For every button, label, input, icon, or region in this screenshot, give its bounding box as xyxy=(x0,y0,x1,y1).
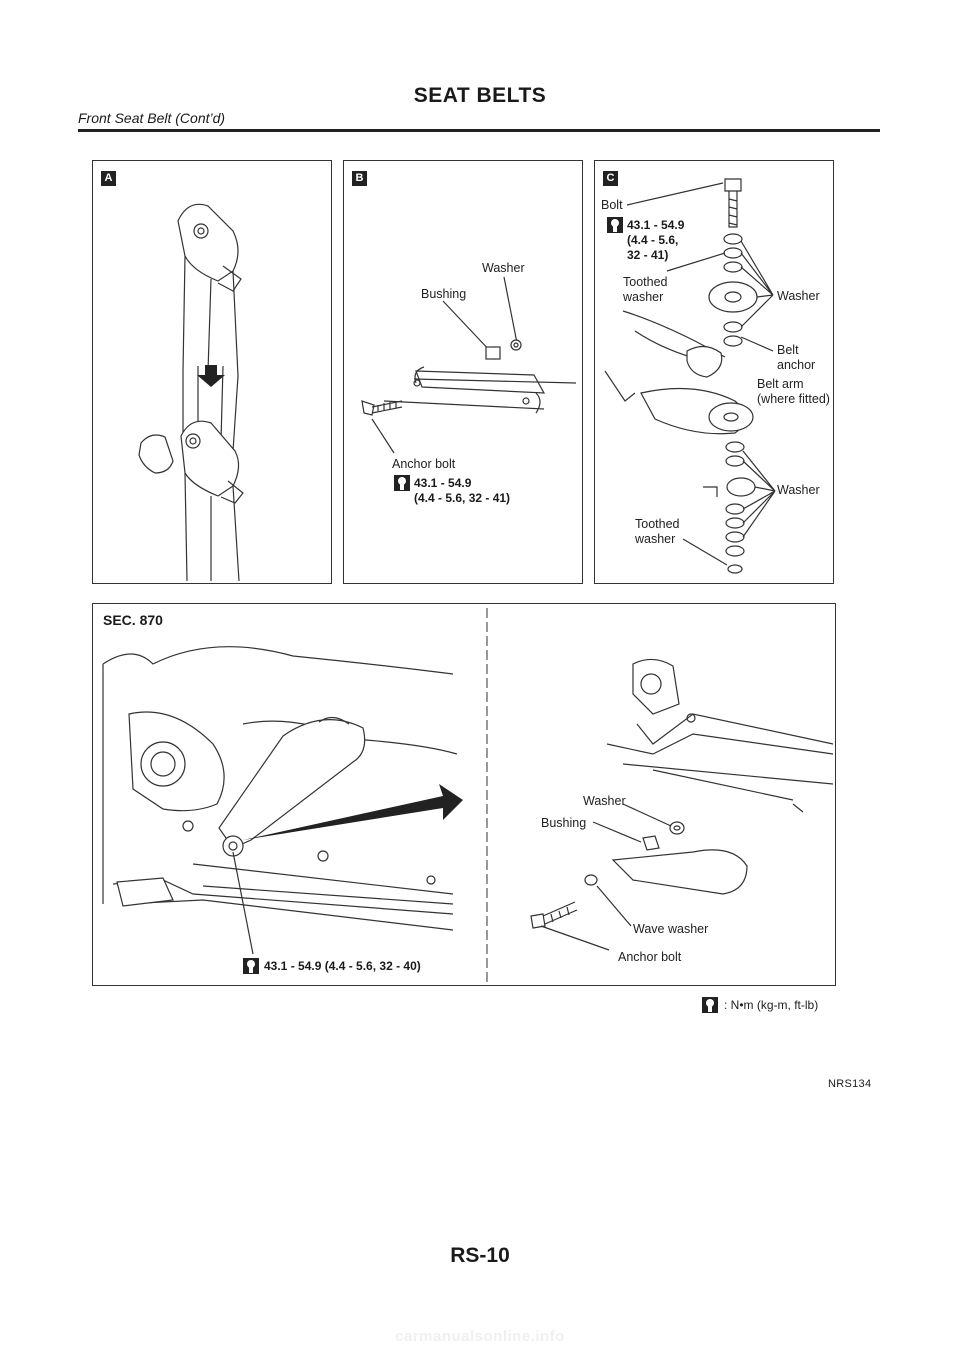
torque-wrench-icon xyxy=(243,958,259,974)
panel-c-tag: C xyxy=(603,171,618,186)
lower-panel: SEC. 870 xyxy=(92,603,836,986)
panel-c-belt-arm-label: Belt arm (where fitted) xyxy=(757,377,830,406)
lower-wave-washer-label: Wave washer xyxy=(633,922,709,936)
panel-b: B Washer Bushing Anchor bolt 43.1 - 54.9… xyxy=(343,160,583,584)
watermark: carmanualsonline.info xyxy=(395,1328,565,1345)
panel-c-torque-spec: 43.1 - 54.9 (4.4 - 5.6, 32 - 41) xyxy=(627,218,685,262)
header-rule xyxy=(78,129,880,132)
panel-b-tag: B xyxy=(352,171,367,186)
figure-reference: NRS134 xyxy=(828,1078,872,1090)
panel-c: C Bolt 43 xyxy=(594,160,834,584)
page-number: RS-10 xyxy=(450,1244,510,1267)
panel-c-washer-bottom-label: Washer xyxy=(777,483,820,497)
panel-c-belt-anchor-label: Belt anchor xyxy=(777,343,816,372)
panel-a-tag: A xyxy=(101,171,116,186)
panel-b-washer-label: Washer xyxy=(482,261,525,275)
torque-wrench-icon xyxy=(394,475,410,491)
section-subtitle: Front Seat Belt (Cont’d) xyxy=(78,110,226,126)
lower-torque-spec: 43.1 - 54.9 (4.4 - 5.6, 32 - 40) xyxy=(264,959,421,973)
belt-anchor-stack-illustration xyxy=(604,178,776,574)
buckle-anchor-assembly-illustration xyxy=(361,276,577,454)
panel-c-toothed-washer-top-label: Toothed washer xyxy=(623,275,668,304)
panel-c-bolt-label: Bolt xyxy=(601,198,623,212)
panel-c-toothed-washer-bottom-label: Toothed washer xyxy=(635,517,680,546)
panel-b-bushing-label: Bushing xyxy=(421,287,467,301)
lower-anchor-bolt-label: Anchor bolt xyxy=(618,950,682,964)
torque-wrench-icon xyxy=(607,217,623,233)
page-title: SEAT BELTS xyxy=(413,84,547,107)
seat-buckle-installation-illustration xyxy=(102,608,834,984)
panel-c-washer-top-label: Washer xyxy=(777,289,820,303)
units-legend: : N•m (kg-m, ft-lb) xyxy=(724,998,819,1012)
seatbelt-anchor-before-illustration xyxy=(138,203,244,582)
lower-washer-label: Washer xyxy=(583,794,626,808)
lower-bushing-label: Bushing xyxy=(541,816,587,830)
torque-wrench-icon xyxy=(702,997,718,1013)
panel-a: A xyxy=(92,160,332,584)
panel-b-anchor-bolt-label: Anchor bolt xyxy=(392,457,456,471)
section-number: SEC. 870 xyxy=(103,612,163,628)
panel-b-torque-spec: 43.1 - 54.9 (4.4 - 5.6, 32 - 41) xyxy=(414,476,511,505)
